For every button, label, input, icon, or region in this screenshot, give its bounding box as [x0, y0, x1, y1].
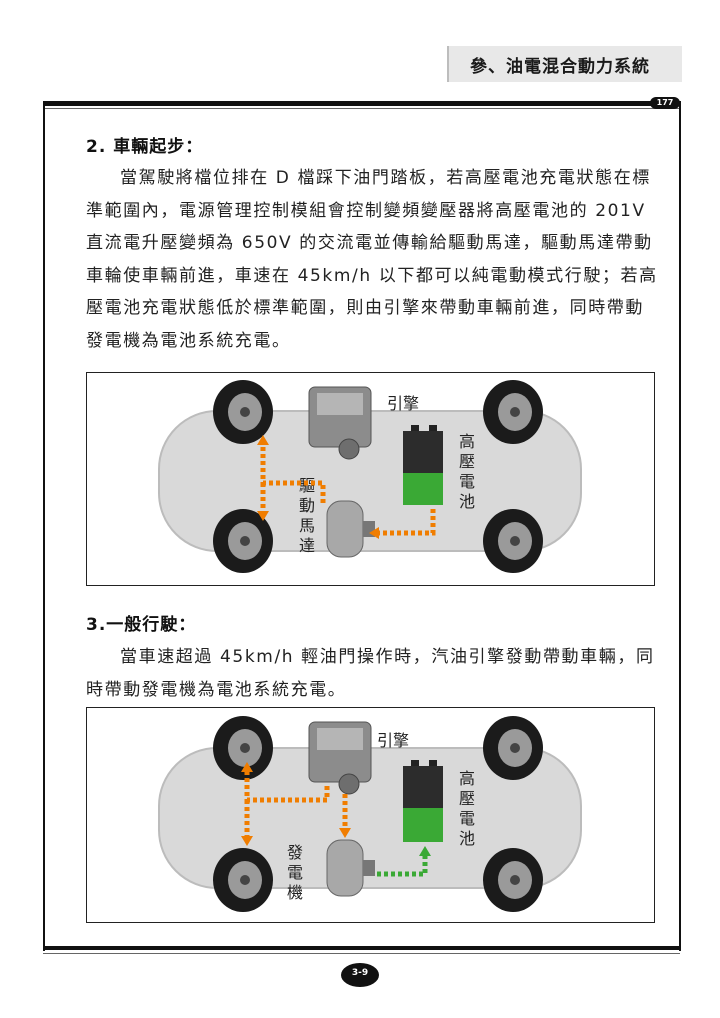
arrow-to-generator [339, 828, 351, 838]
wheel-rear-left [213, 848, 273, 912]
wheel-rear-left [213, 509, 273, 573]
engine-icon [308, 721, 372, 795]
arrow-to-front-wheel [257, 435, 269, 445]
generator-label: 發電機 [287, 843, 303, 902]
figure-vehicle-start: 引擎 高壓電池 驅動馬達 [86, 372, 655, 586]
footer-rule-thin [43, 953, 680, 954]
section-3-title: 3.一般行駛： [86, 615, 197, 635]
arrow-to-battery [419, 846, 431, 856]
battery-label: 高壓電池 [459, 769, 475, 848]
header-page-badge: 177 [650, 97, 680, 109]
arrow-to-motor [369, 527, 379, 539]
engine-label: 引擎 [377, 731, 409, 750]
arrow-to-rear-wheel [241, 836, 253, 846]
chapter-header-bar [447, 46, 682, 82]
engine-icon [308, 386, 372, 460]
header-rule-thin [43, 108, 680, 109]
figure-vehicle-start-svg: 引擎 高壓電池 驅動馬達 [158, 380, 582, 573]
motor-label: 驅動馬達 [299, 476, 315, 555]
header-rule [43, 101, 680, 106]
wheel-rear-right [483, 848, 543, 912]
flow-motor-to-front-wheels [260, 443, 326, 503]
generator-icon [326, 839, 375, 897]
flow-engine-to-front-wheels [244, 768, 330, 803]
battery-icon [403, 760, 443, 842]
wheel-front-left [213, 716, 273, 780]
wheel-front-left [213, 380, 273, 444]
page-number-badge: 3-9 [340, 962, 380, 988]
footer-rule [43, 946, 680, 950]
page-frame-right [679, 101, 681, 951]
arrow-to-front-wheel [241, 762, 253, 772]
page-frame-left [43, 101, 45, 951]
battery-label: 高壓電池 [459, 432, 475, 511]
flow-generator-to-battery [377, 854, 428, 877]
chapter-title: 參、油電混合動力系統 [470, 57, 650, 77]
section-2-title: 2. 車輛起步： [86, 137, 204, 157]
wheel-front-right [483, 716, 543, 780]
wheel-front-right [483, 380, 543, 444]
flow-battery-to-motor [375, 509, 436, 536]
page-number: 3-9 [352, 968, 368, 978]
section-2-body: 當駕駛將檔位排在 D 檔踩下油門踏板，若高壓電池充電狀態在標準範圍內，電源管理控… [86, 168, 658, 351]
wheel-rear-right [483, 509, 543, 573]
figure-normal-driving-svg: 引擎 高壓電池 發電機 [158, 716, 582, 912]
battery-icon [403, 425, 443, 505]
figure-normal-driving: 引擎 高壓電池 發電機 [86, 707, 655, 923]
engine-label: 引擎 [387, 394, 419, 413]
section-3-body: 當車速超過 45km/h 輕油門操作時，汽油引擎發動帶動車輛，同時帶動發電機為電… [86, 647, 655, 700]
arrow-to-rear-wheel [257, 511, 269, 521]
